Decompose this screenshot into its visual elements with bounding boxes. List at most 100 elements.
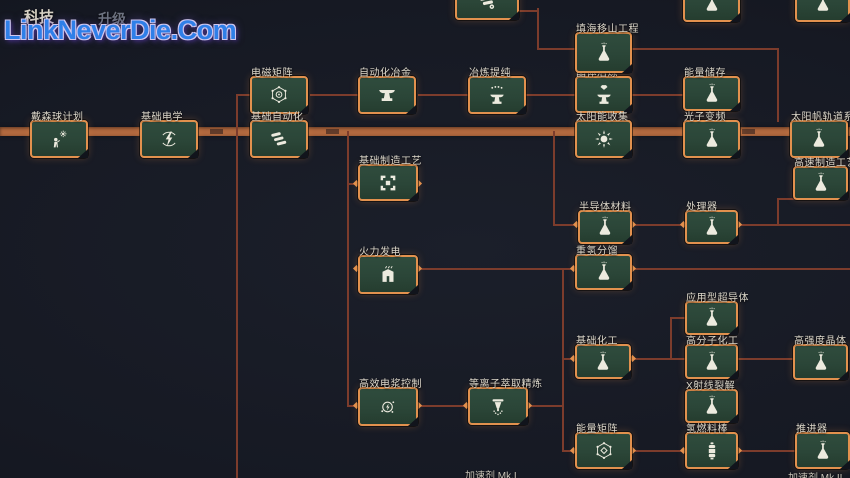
flask-icon xyxy=(808,128,830,150)
flask-icon xyxy=(810,172,832,194)
flask-icon xyxy=(812,0,834,14)
connector-line xyxy=(526,94,577,96)
tech-node-label: 戴森球计划 xyxy=(31,112,84,123)
tech-node-energy-matrix[interactable]: 能量矩阵 xyxy=(575,424,632,469)
tech-node-label: 基础自动化 xyxy=(251,112,304,123)
refinery-icon xyxy=(487,395,509,417)
tech-node-label: 处理器 xyxy=(686,202,718,213)
band-mark xyxy=(742,129,755,134)
tech-node-semiconductor-material[interactable]: 半导体材料 xyxy=(578,202,632,244)
tech-node-solar-collection[interactable]: 太阳能收集 xyxy=(575,112,632,158)
matrix-icon xyxy=(268,84,290,106)
flask-icon xyxy=(701,351,723,373)
connector-line xyxy=(562,450,795,452)
connector-line xyxy=(553,131,555,226)
tech-node-label: 高分子化工 xyxy=(686,336,739,347)
tech-node-basic-electromagnetics[interactable]: 基础电学 xyxy=(140,112,198,158)
tech-node-thermal-power[interactable]: 火力发电 xyxy=(358,247,418,294)
connector-line xyxy=(777,198,795,200)
tech-node-high-efficiency-plasma-control[interactable]: 高效电浆控制 xyxy=(358,379,422,426)
tech-node-thruster[interactable]: 推进器 xyxy=(795,424,850,469)
tech-node-label: 填海移山工程 xyxy=(576,24,639,35)
tech-node-label: 基础化工 xyxy=(576,336,618,347)
connector-line xyxy=(631,94,685,96)
tech-node-label: 能量储存 xyxy=(684,68,726,79)
tech-node-label: 晶体冶炼 xyxy=(576,68,618,79)
fuel-rod-icon xyxy=(701,440,723,462)
tech-node-label: 太阳能收集 xyxy=(576,112,629,123)
tech-node-applied-superconductor[interactable]: 应用型超导体 xyxy=(685,293,749,335)
connector-line xyxy=(236,94,238,478)
connector-line xyxy=(418,94,470,96)
band-mark xyxy=(210,129,223,134)
tech-node-electromagnetic-matrix[interactable]: 电磁矩阵 xyxy=(250,68,308,114)
flask-icon xyxy=(593,42,615,64)
tech-node-label: 氢燃料棒 xyxy=(686,424,728,435)
tech-node-partial-top-left[interactable] xyxy=(455,0,519,20)
flask-icon xyxy=(810,351,832,373)
tech-node-label: 高速制造工艺 xyxy=(794,158,850,169)
tech-node-partial-top-right[interactable] xyxy=(795,0,850,22)
tech-node-landfill-terraforming[interactable]: 填海移山工程 xyxy=(575,24,639,73)
connector-line xyxy=(670,317,672,360)
connector-line xyxy=(537,48,577,50)
tech-node-label: 高效电浆控制 xyxy=(359,379,422,390)
tech-node-basic-automation[interactable]: 基础自动化 xyxy=(250,112,308,158)
band-mark xyxy=(326,129,339,134)
flask-icon xyxy=(701,83,723,105)
machine-icon xyxy=(476,0,498,12)
tech-node-processor[interactable]: 处理器 xyxy=(685,202,738,244)
anvil-icon xyxy=(376,84,398,106)
tech-node-basic-manufacturing[interactable]: 基础制造工艺 xyxy=(358,156,422,201)
connector-line xyxy=(777,198,779,226)
tech-node-dyson-sphere-program[interactable]: 戴森球计划 xyxy=(30,112,88,158)
flask-icon xyxy=(701,0,723,14)
flask-icon xyxy=(593,261,615,283)
tech-node-label: 自动化冶金 xyxy=(359,68,412,79)
anvil-dots-icon xyxy=(486,84,508,106)
tech-node-label: 半导体材料 xyxy=(579,202,632,213)
tab-upgrade[interactable]: 升级 xyxy=(98,11,126,27)
tech-node-polymer-chemical-engineering[interactable]: 高分子化工 xyxy=(685,336,738,379)
person-sun-icon xyxy=(48,128,70,150)
tech-node-energy-storage[interactable]: 能量储存 xyxy=(683,68,740,111)
tech-node-label: 能量矩阵 xyxy=(576,424,618,435)
tech-node-high-speed-manufacturing[interactable]: 高速制造工艺 xyxy=(793,158,850,200)
assembler-icon xyxy=(377,172,399,194)
tech-node-crystal-smelting[interactable]: 晶体冶炼 xyxy=(575,68,632,113)
connector-line xyxy=(537,8,539,49)
tech-node-smelting-purification[interactable]: 冶炼提纯 xyxy=(468,68,526,114)
tech-node-x-ray-cracking[interactable]: X射线裂解 xyxy=(685,381,738,423)
tech-node-label: 火力发电 xyxy=(359,247,401,258)
tech-node-plasma-extract-refining[interactable]: 等离子萃取精炼 xyxy=(468,379,542,425)
tab-tech[interactable]: 科技 xyxy=(24,9,55,26)
tech-node-label: 光子变频 xyxy=(684,112,726,123)
tech-node-label: 基础制造工艺 xyxy=(359,156,422,167)
connector-line xyxy=(562,268,564,452)
tech-node-photon-frequency-conversion[interactable]: 光子变频 xyxy=(683,112,740,158)
tech-node-automatic-metallurgy[interactable]: 自动化冶金 xyxy=(358,68,416,114)
sun-icon xyxy=(593,128,615,150)
connector-line xyxy=(236,94,252,96)
tech-node-label: 推进器 xyxy=(796,424,828,435)
tech-node-deuterium-fractionation[interactable]: 重氢分馏 xyxy=(575,246,632,290)
tech-node-label: 太阳帆轨道系统 xyxy=(791,112,850,123)
flask-icon xyxy=(701,395,723,417)
connector-line xyxy=(631,48,779,50)
tech-node-label: 基础电学 xyxy=(141,112,183,123)
tech-node-partial-top-mid[interactable] xyxy=(683,0,740,22)
conveyor-icon xyxy=(268,128,290,150)
plasma-icon xyxy=(377,396,399,418)
tech-node-solar-sail-orbital-system[interactable]: 太阳帆轨道系统 xyxy=(790,112,850,158)
flask-icon xyxy=(812,440,834,462)
flask-icon xyxy=(701,128,723,150)
tech-node-basic-chemical-engineering[interactable]: 基础化工 xyxy=(575,336,631,379)
tech-node-label: 高强度晶体 xyxy=(794,336,847,347)
tech-node-high-strength-crystal[interactable]: 高强度晶体 xyxy=(793,336,848,380)
tech-node-label: 重氢分馏 xyxy=(576,246,618,257)
energy-matrix-icon xyxy=(593,440,615,462)
connector-line xyxy=(310,94,360,96)
flask-icon xyxy=(592,351,614,373)
tech-node-hydrogen-fuel-rod[interactable]: 氢燃料棒 xyxy=(685,424,738,469)
